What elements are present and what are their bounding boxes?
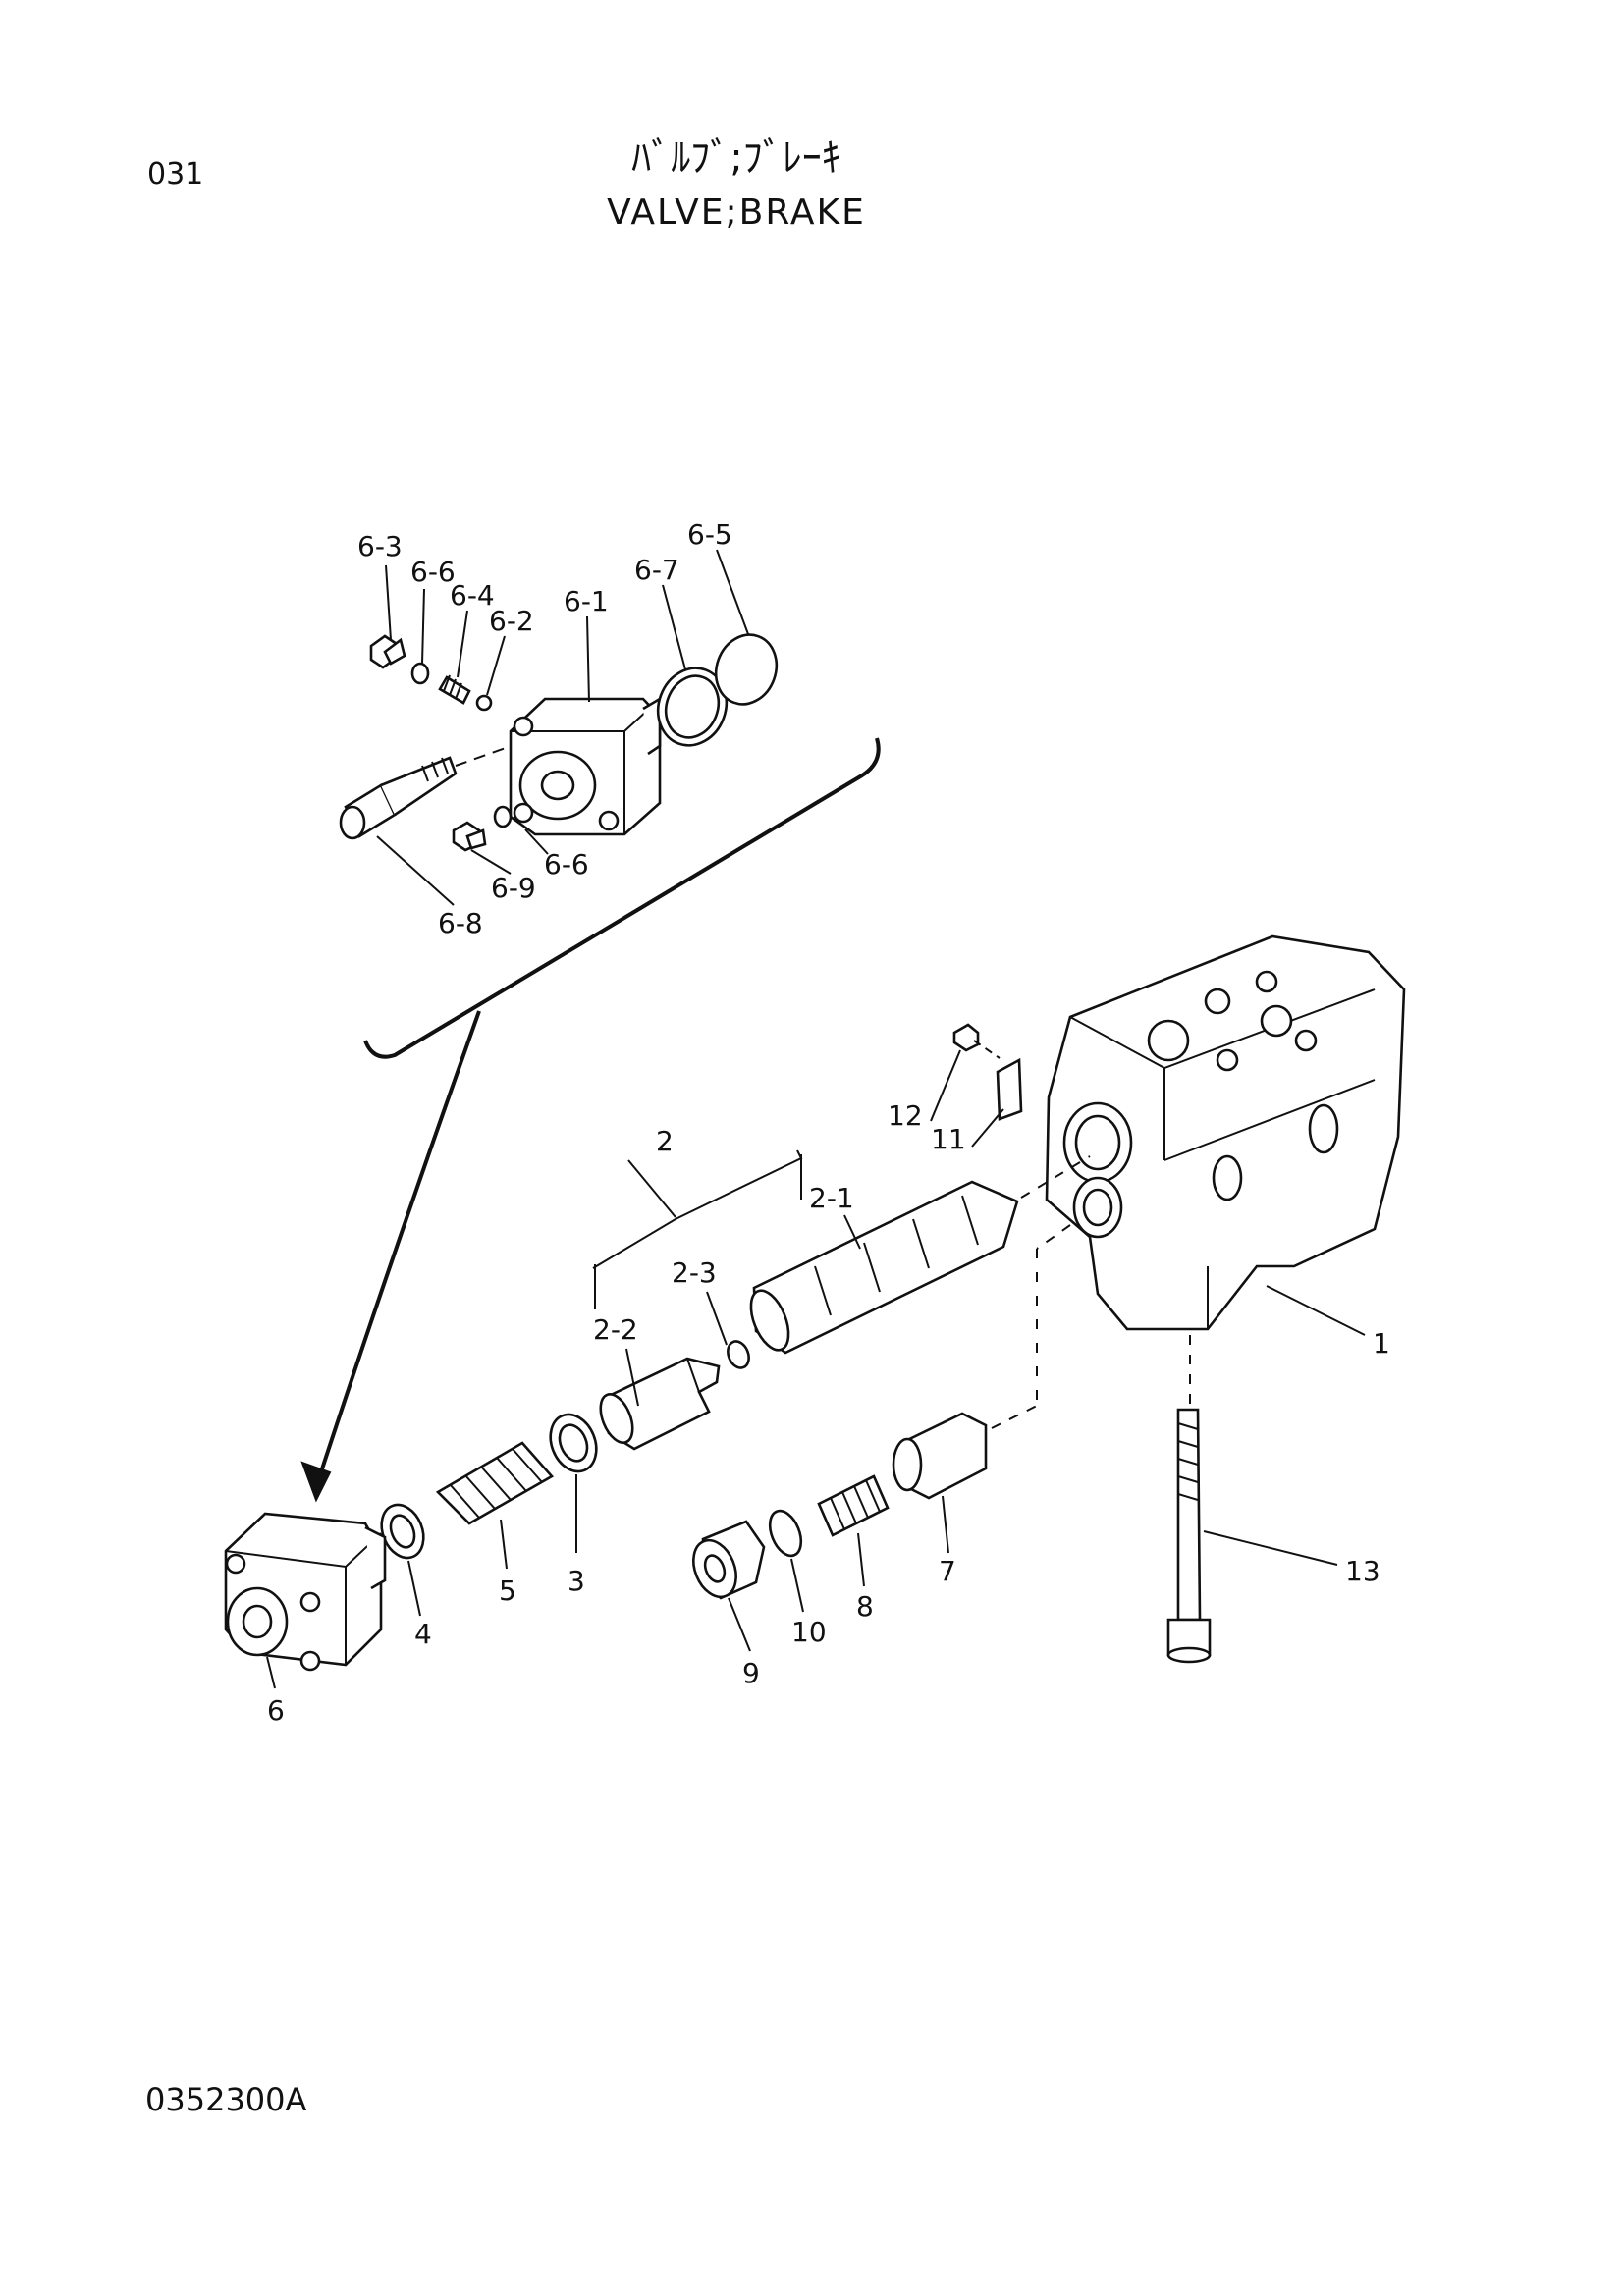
- part-6-9-plug: [452, 821, 487, 852]
- callout-6-2: 6-2: [489, 605, 534, 637]
- part-9-plug: [692, 1520, 766, 1600]
- part-2-2-sleeve: [599, 1357, 721, 1451]
- part-3-washer: [549, 1413, 598, 1473]
- callout-3: 3: [568, 1565, 585, 1597]
- callout-6-1: 6-1: [564, 585, 609, 617]
- part-2-3-oring: [727, 1340, 750, 1369]
- part-2-1-spool: [749, 1155, 1091, 1355]
- callout-10: 10: [791, 1616, 827, 1648]
- part-4-washer: [380, 1503, 425, 1560]
- part-6-2-ball: [475, 694, 493, 712]
- callout-2-2: 2-2: [593, 1313, 638, 1346]
- callout-13: 13: [1345, 1555, 1380, 1587]
- callout-11: 11: [931, 1123, 966, 1155]
- detail-bracket: [300, 737, 881, 1503]
- part-5-spring: [435, 1441, 555, 1525]
- callout-6-6-upper: 6-6: [410, 556, 456, 588]
- part-6-1-cover: [509, 696, 662, 836]
- detail-cover-assembly: [339, 633, 779, 852]
- part-6-8-bolt: [339, 747, 507, 840]
- part-13-bolt: [1166, 1335, 1212, 1664]
- callout-5: 5: [499, 1575, 516, 1607]
- callout-6-8: 6-8: [438, 907, 483, 939]
- callout-6-9: 6-9: [491, 872, 536, 904]
- part-8-spring: [817, 1474, 890, 1537]
- callout-12: 12: [888, 1099, 923, 1132]
- part-10-oring: [768, 1509, 803, 1558]
- part-11-plate: [996, 1057, 1023, 1121]
- part-6-cover: [224, 1512, 387, 1672]
- callout-6-3: 6-3: [357, 530, 403, 562]
- callout-2-1: 2-1: [809, 1182, 854, 1214]
- callout-6-5: 6-5: [687, 518, 732, 551]
- part-1-valve-body: [1045, 934, 1406, 1331]
- callout-8: 8: [856, 1590, 874, 1623]
- page-number: 031: [147, 157, 204, 191]
- callout-2-3: 2-3: [672, 1256, 717, 1289]
- assembly-axis-lines: [1036, 1224, 1071, 1406]
- part-6-3-plug: [369, 634, 406, 669]
- callout-6-4: 6-4: [450, 579, 495, 612]
- callout-1: 1: [1373, 1327, 1390, 1360]
- part-6-6-oring-upper: [410, 662, 430, 685]
- callout-4: 4: [414, 1618, 432, 1650]
- callout-6: 6: [267, 1694, 285, 1727]
- part-7-piston: [892, 1405, 1038, 1500]
- part-6-7-seal: [656, 667, 729, 747]
- drawing-number: 0352300A: [145, 2081, 307, 2118]
- part-6-4-spring: [438, 674, 471, 705]
- callout-7: 7: [939, 1555, 956, 1587]
- part-12-screw: [952, 1023, 1001, 1059]
- title-japanese: ﾊﾞﾙﾌﾞ;ﾌﾞﾚｰｷ: [631, 135, 841, 181]
- part-6-6-oring-lower: [493, 805, 513, 828]
- title-english: VALVE;BRAKE: [607, 192, 866, 233]
- callout-2: 2: [656, 1125, 674, 1157]
- callout-9: 9: [742, 1657, 760, 1689]
- callout-6-6-lower: 6-6: [544, 848, 589, 881]
- detail-leaders: [376, 549, 749, 906]
- callout-labels: 6-3 6-6 6-4 6-2 6-1 6-7 6-5 6-6 6-9 6-8 …: [267, 518, 1390, 1727]
- callout-6-7: 6-7: [634, 554, 679, 586]
- main-leaders: [266, 1049, 1366, 1689]
- part-6-5-oring: [714, 633, 779, 706]
